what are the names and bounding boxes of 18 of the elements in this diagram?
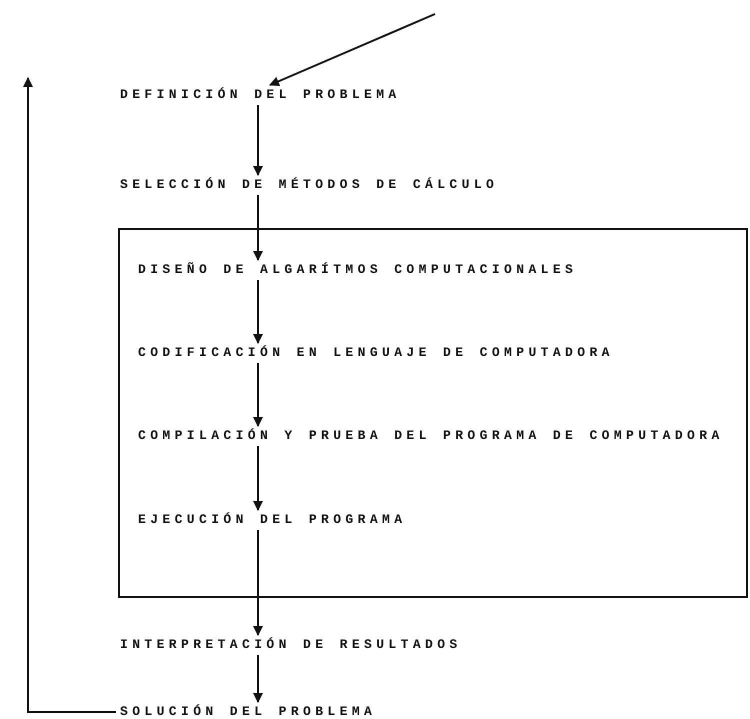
arrow [253,530,263,636]
arrow [253,363,263,427]
step-label: SELECCIÓN DE MÉTODOS DE CÁLCULO [120,177,498,193]
step-label: EJECUCIÓN DEL PROGRAMA [138,512,406,528]
arrow [253,105,263,176]
group-frame [118,228,748,598]
step-label: COMPILACIÓN Y PRUEBA DEL PROGRAMA DE COMPUTADORA [138,428,724,444]
step-label: INTERPRETACIÓN DE RESULTADOS [120,637,462,653]
arrow [269,13,436,86]
arrow [23,77,116,713]
arrow [253,446,263,511]
step-label: DEFINICIÓN DEL PROBLEMA [120,87,401,103]
arrow [253,280,263,344]
arrow [253,195,263,261]
step-label: CODIFICACIÓN EN LENGUAJE DE COMPUTADORA [138,345,614,361]
step-label: DISEÑO DE ALGARÍTMOS COMPUTACIONALES [138,262,578,278]
step-label: SOLUCIÓN DEL PROBLEMA [120,704,376,719]
arrow [253,655,263,703]
